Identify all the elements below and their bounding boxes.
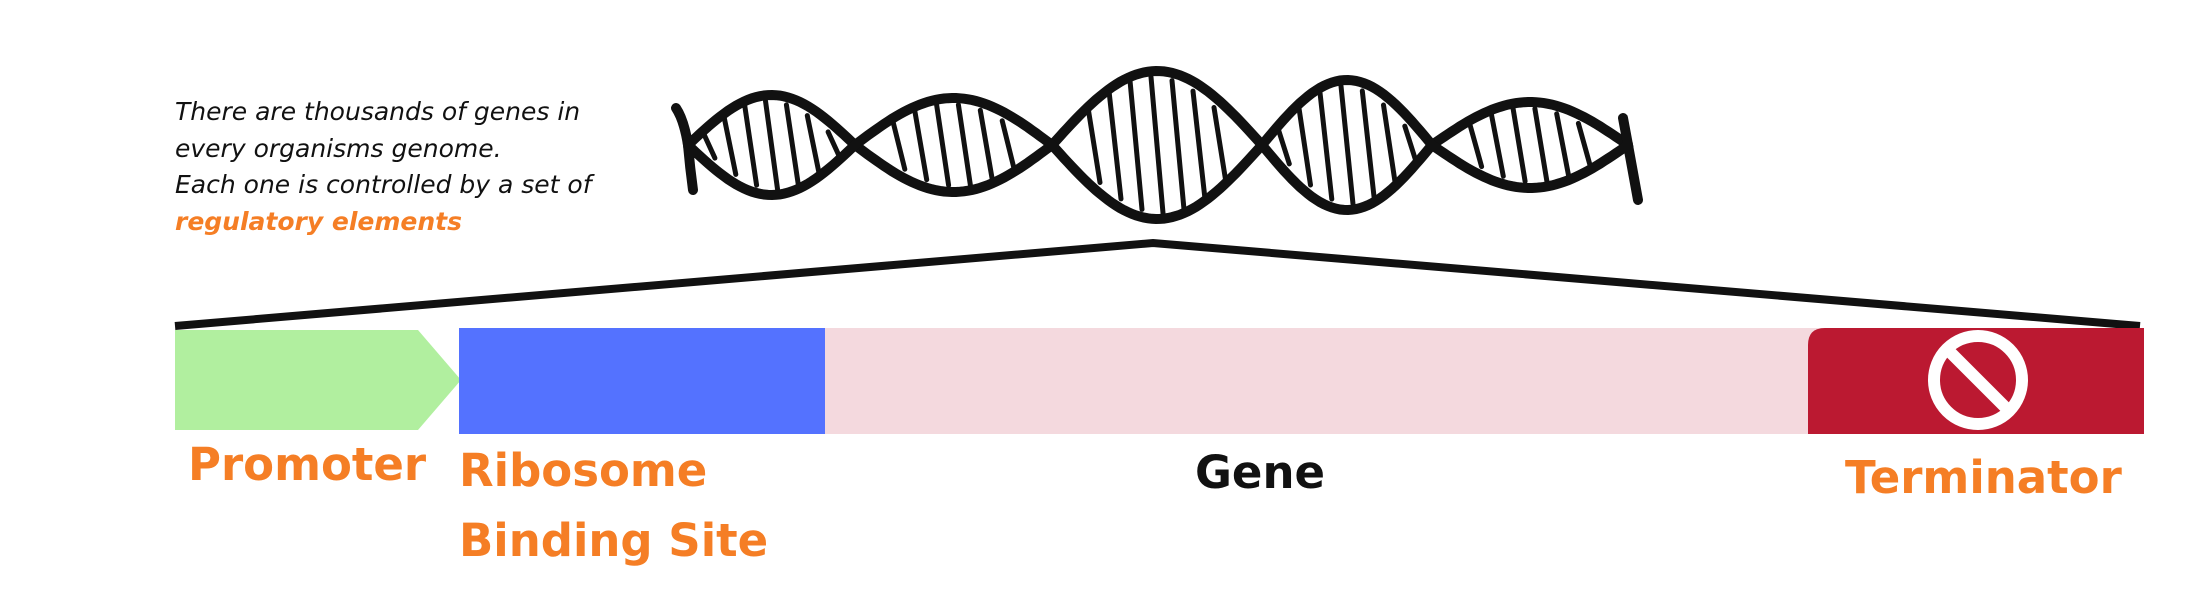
intro-highlight: regulatory elements — [175, 206, 462, 236]
terminator-label-text: Terminator — [1845, 451, 2122, 504]
dna-base-pair — [721, 113, 739, 177]
dna-base-pair — [1106, 88, 1124, 202]
promoter-block — [175, 330, 461, 430]
dna-base-pair — [1148, 74, 1166, 216]
dna-base-pair — [783, 102, 801, 188]
dna-base-pair — [890, 118, 908, 172]
dna-base-pair — [1532, 106, 1550, 184]
dna-base-pair — [977, 107, 995, 183]
intro-line-1: There are thousands of genes in — [175, 97, 581, 126]
dna-strand-a — [671, 65, 1643, 216]
gene-label-text: Gene — [1195, 446, 1326, 499]
dna-base-pair — [1211, 105, 1229, 185]
terminator-label: Terminator — [1845, 443, 2122, 513]
dna-base-pair — [955, 102, 973, 188]
rbs-block — [459, 328, 825, 434]
dna-base-pair — [1085, 105, 1103, 185]
dna-base-pair — [804, 113, 822, 177]
promoter-label-text: Promoter — [188, 438, 427, 491]
dna-base-pair — [1381, 102, 1398, 188]
dna-base-pair — [912, 107, 930, 183]
dna-base-pair — [1488, 111, 1506, 179]
dna-base-pair — [1317, 88, 1335, 202]
dna-base-pair — [1554, 111, 1572, 179]
promoter-label: Promoter — [188, 430, 426, 500]
dna-base-pair — [825, 129, 843, 161]
dna-base-pair — [763, 98, 780, 192]
dna-base-pair — [1575, 120, 1593, 170]
intro-line-3: Each one is controlled by a set of — [175, 170, 592, 199]
dna-base-pairs — [700, 74, 1593, 216]
dna-base-pair — [1274, 123, 1292, 167]
dna-base-pair — [1190, 88, 1208, 202]
zoom-lines — [174, 238, 2141, 330]
dna-base-pair — [1338, 83, 1356, 207]
dna-base-pair — [1510, 106, 1528, 184]
dna-base-pair — [1402, 123, 1420, 167]
rbs-label: Ribosome Binding Site — [459, 436, 768, 576]
no-entry-icon — [1928, 330, 2028, 430]
dna-base-pair — [1359, 88, 1377, 202]
rbs-label-line-1: Ribosome — [459, 444, 708, 497]
dna-base-pair — [700, 129, 718, 161]
dna-base-pair — [742, 102, 760, 188]
dna-helix-icon — [671, 65, 1643, 225]
dna-base-pair — [1169, 78, 1187, 212]
dna-base-pair — [1296, 102, 1313, 188]
intro-line-2: every organisms genome. — [175, 133, 502, 163]
dna-strand-b — [681, 74, 1634, 225]
gene-label: Gene — [1195, 438, 1325, 508]
rbs-label-line-2: Binding Site — [459, 514, 769, 567]
dna-base-pair — [934, 102, 952, 188]
intro-text: There are thousands of genes in every or… — [175, 94, 695, 240]
dna-base-pair — [1127, 78, 1145, 212]
dna-base-pair — [1467, 120, 1485, 170]
dna-base-pair — [999, 118, 1017, 172]
